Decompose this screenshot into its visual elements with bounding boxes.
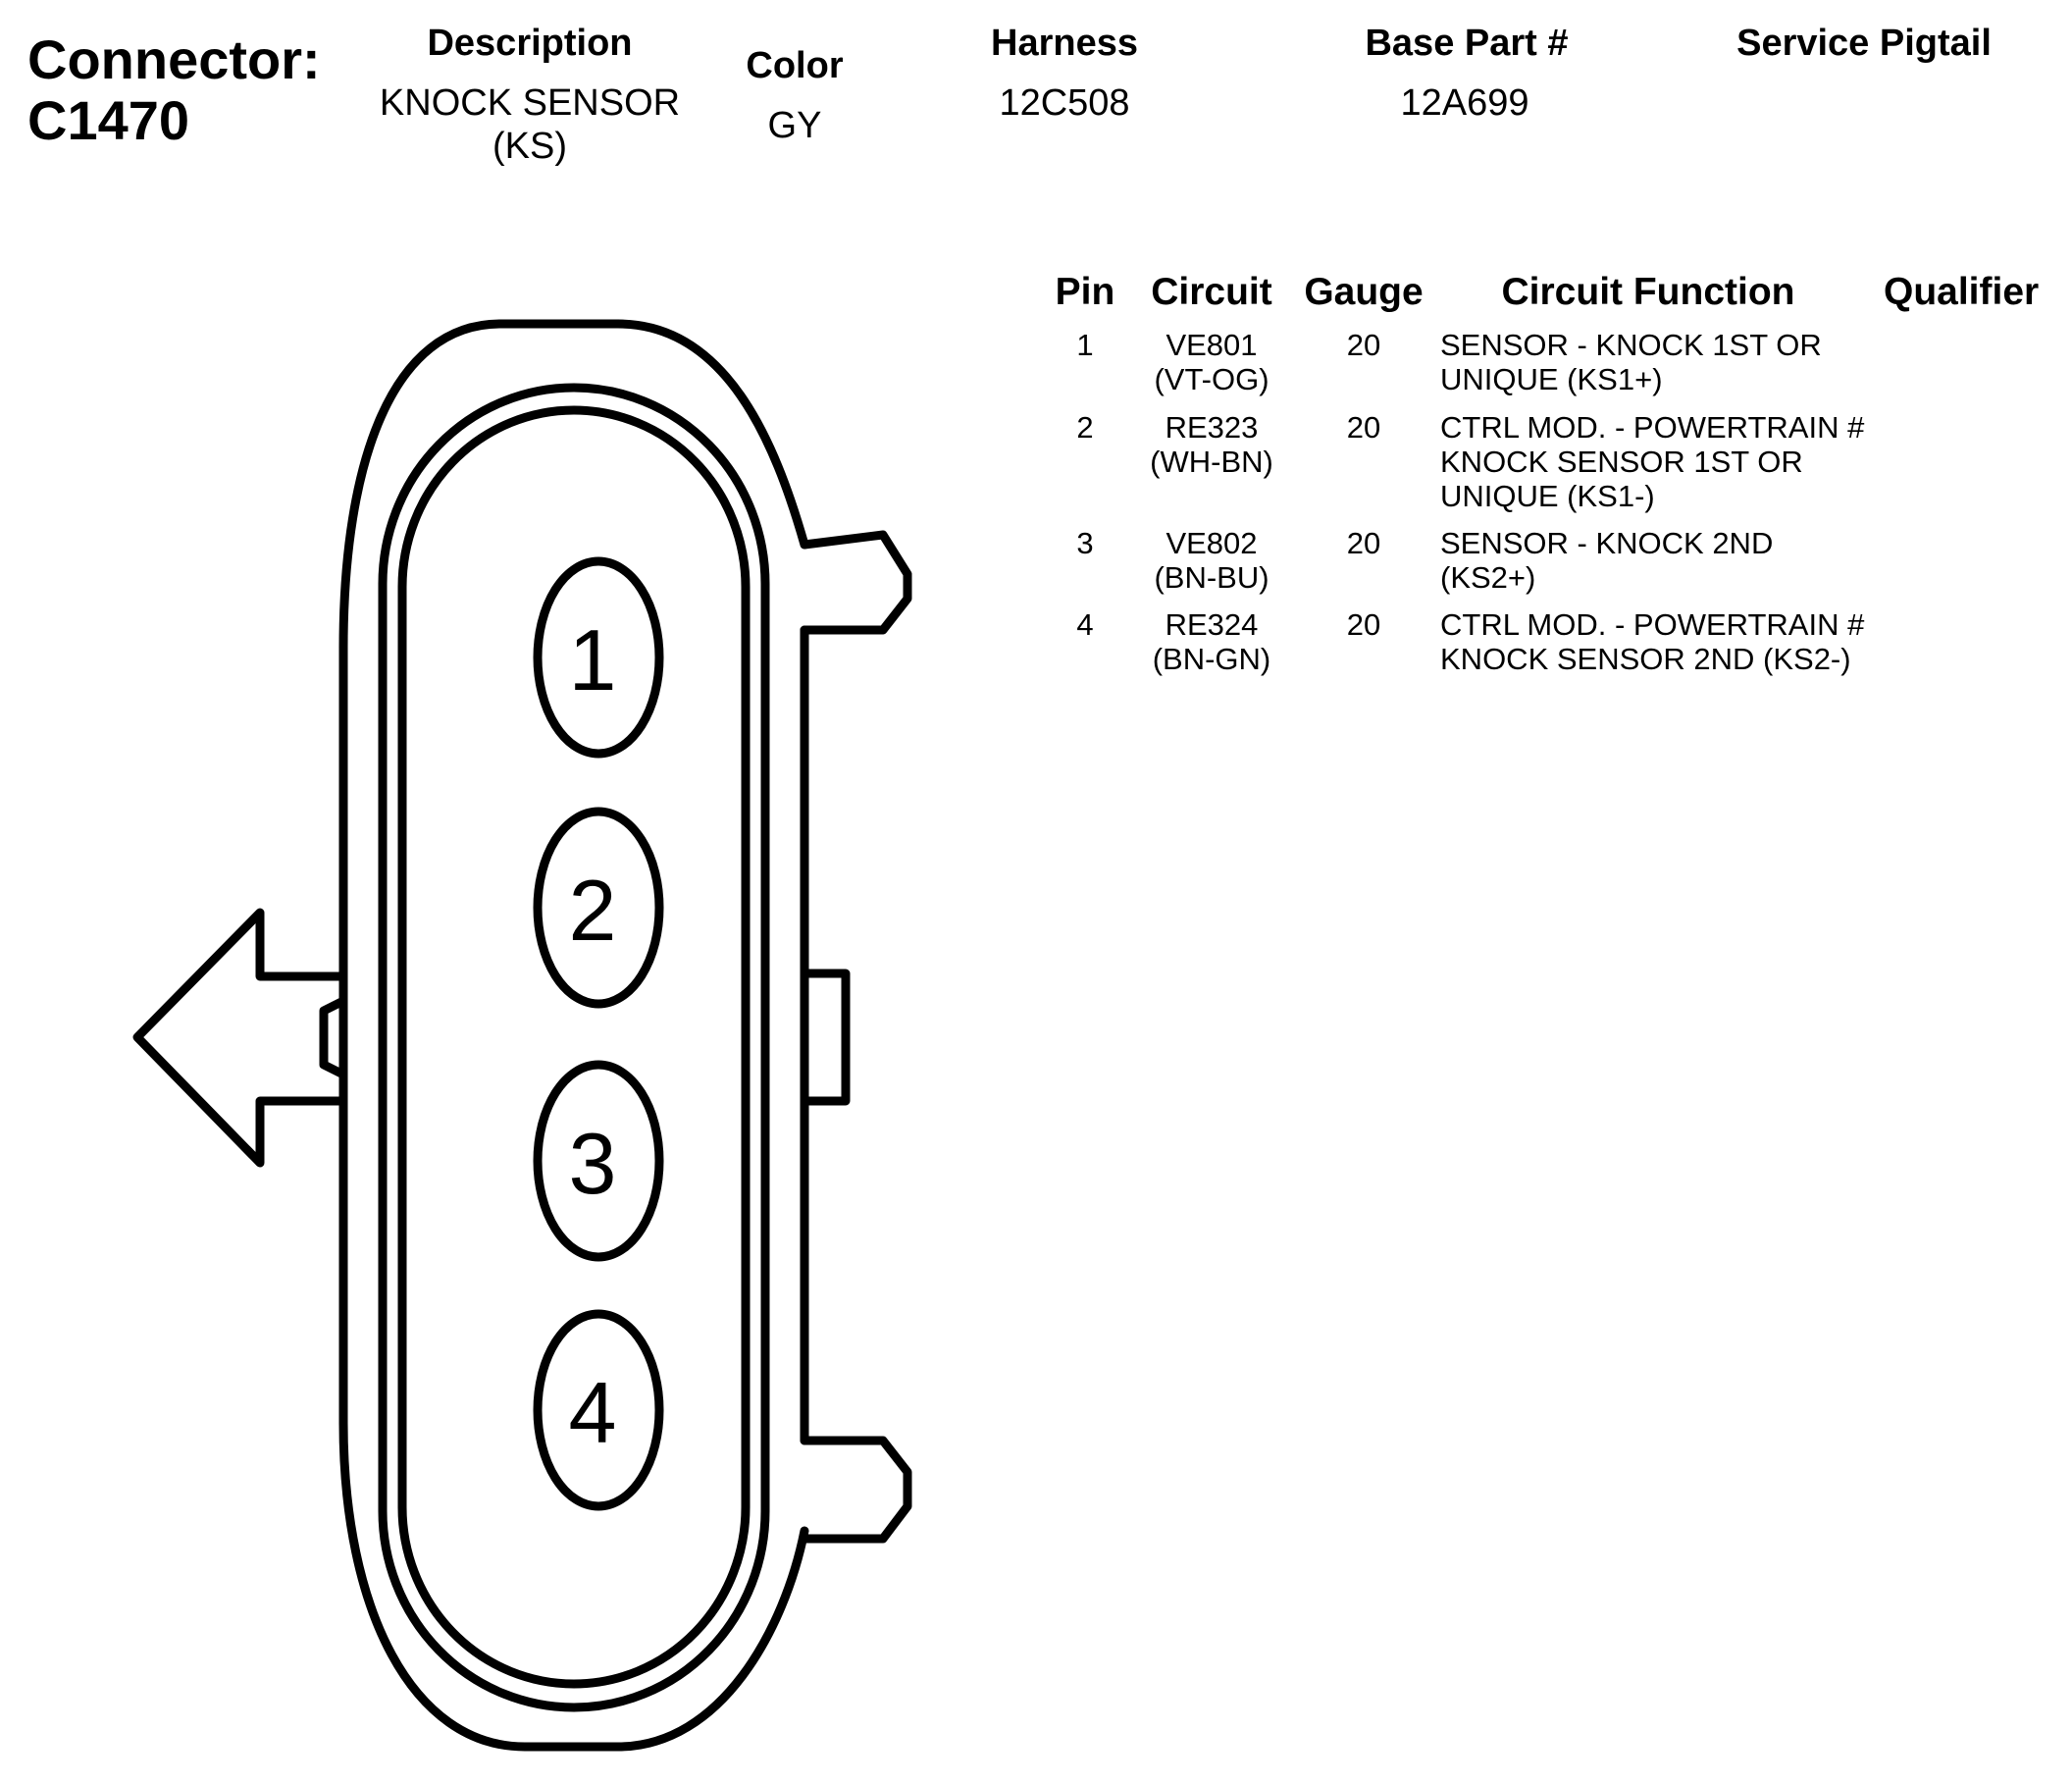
table-cell-circuit: VE801 [1166, 328, 1258, 362]
pin-number-4: 4 [569, 1364, 617, 1461]
pin-number-3: 3 [569, 1115, 617, 1212]
table-cell-circuit: RE323 [1165, 410, 1259, 445]
service-pigtail-header: Service Pigtail [1736, 23, 1992, 64]
connector-inner-ring [397, 405, 751, 1689]
table-cell-function-line: KNOCK SENSOR 1ST OR [1440, 445, 1803, 479]
table-cell-function-line: CTRL MOD. - POWERTRAIN # [1440, 607, 1865, 642]
table-cell-function-line: SENSOR - KNOCK 2ND [1440, 526, 1774, 560]
table-cell-wire-color: (BN-GN) [1152, 642, 1271, 676]
table-header-function: Circuit Function [1501, 271, 1795, 313]
harness-header: Harness [991, 23, 1138, 64]
table-cell-pin: 3 [1076, 526, 1094, 560]
pin-cavity-4 [533, 1309, 664, 1511]
description-line-1: KNOCK SENSOR [379, 82, 681, 124]
table-cell-pin: 4 [1076, 607, 1094, 642]
pin-number-1: 1 [569, 611, 617, 708]
base-part-header: Base Part # [1365, 23, 1569, 64]
table-cell-wire-color: (WH-BN) [1150, 445, 1273, 479]
pin-cavity-2 [533, 807, 664, 1009]
table-cell-wire-color: (VT-OG) [1154, 362, 1269, 396]
connector-title: Connector: C1470 [27, 29, 321, 151]
table-cell-function-line: UNIQUE (KS1-) [1440, 479, 1655, 513]
base-part-block: Base Part # 12A699 [1305, 22, 1629, 125]
connector-id: C1470 [27, 89, 190, 151]
harness-block: Harness 12C508 [907, 22, 1221, 125]
lock-arrow-icon [132, 908, 348, 1168]
connector-housing-outline [338, 319, 809, 1752]
harness-value: 12C508 [999, 82, 1130, 124]
table-cell-function-line: UNIQUE (KS1+) [1440, 362, 1663, 396]
table-cell-pin: 1 [1076, 328, 1094, 362]
table-cell-gauge: 20 [1346, 607, 1381, 642]
description-block: Description KNOCK SENSOR (KS) [334, 22, 726, 168]
description-header: Description [427, 23, 633, 64]
table-cell-gauge: 20 [1346, 526, 1381, 560]
color-header: Color [746, 45, 844, 86]
color-value: GY [767, 105, 822, 146]
table-cell-function-line: KNOCK SENSOR 2ND (KS2-) [1440, 642, 1851, 676]
connector-label: Connector: [27, 28, 321, 90]
bottom-latch [800, 1436, 912, 1544]
table-cell-gauge: 20 [1346, 410, 1381, 445]
connector-inner-ring [378, 383, 770, 1712]
pin-cavity-1 [533, 556, 664, 759]
table-cell-function-line: CTRL MOD. - POWERTRAIN # [1440, 410, 1865, 445]
middle-key [800, 969, 851, 1106]
pin-cavity-3 [533, 1060, 664, 1262]
table-cell-wire-color: (BN-BU) [1154, 560, 1269, 595]
table-cell-circuit: VE802 [1166, 526, 1258, 560]
description-line-2: (KS) [492, 126, 567, 167]
service-pigtail-block: Service Pigtail [1707, 22, 2021, 81]
lock-tab [319, 996, 348, 1079]
table-header-gauge: Gauge [1304, 271, 1424, 313]
table-cell-function-line: SENSOR - KNOCK 1ST OR [1440, 328, 1822, 362]
table-cell-pin: 2 [1076, 410, 1094, 445]
table-header-circuit: Circuit [1151, 271, 1272, 313]
top-latch [800, 530, 912, 635]
table-header-qualifier: Qualifier [1884, 271, 2040, 313]
table-cell-gauge: 20 [1346, 328, 1381, 362]
base-part-value: 12A699 [1400, 82, 1529, 124]
pin-number-2: 2 [569, 862, 617, 959]
color-block: Color GY [721, 44, 868, 147]
table-header-pin: Pin [1055, 271, 1115, 313]
table-cell-function-line: (KS2+) [1440, 560, 1536, 595]
table-cell-circuit: RE324 [1165, 607, 1259, 642]
